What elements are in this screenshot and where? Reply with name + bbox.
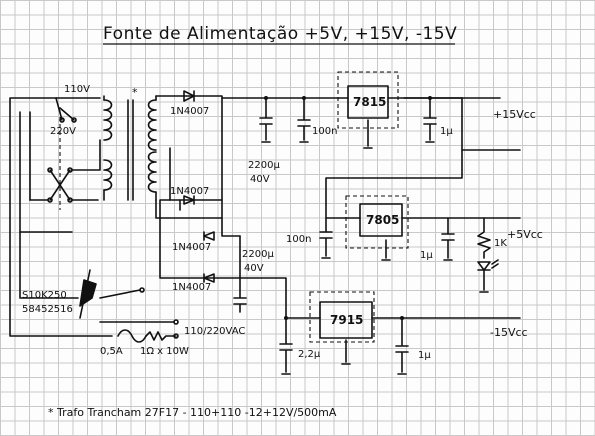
voltage-selector — [9, 97, 113, 337]
transformer-marker: * — [132, 86, 138, 99]
reg-7815-label: 7815 — [353, 95, 386, 109]
varistor-label-2: 58452516 — [22, 304, 73, 315]
c-main-neg-label: 2200μ — [242, 249, 274, 260]
output-15v-label: +15Vcc — [493, 108, 536, 121]
reg-7815 — [347, 85, 389, 119]
negative-rail — [233, 235, 521, 375]
transformer — [103, 95, 157, 201]
reg-7805-label: 7805 — [366, 213, 399, 227]
resistor-led-label: 1K — [494, 238, 507, 249]
mains-label: 110/220VAC — [184, 326, 245, 337]
c-1u-neg-label: 1μ — [418, 350, 431, 361]
footnote: * Trafo Trancham 27F17 - 110+110 -12+12V… — [48, 406, 337, 419]
varistor-label-1: S10K250 — [22, 290, 67, 301]
diode-4 — [203, 273, 215, 283]
rectifier-bridge — [155, 90, 241, 283]
output-neg15v-label: -15Vcc — [490, 326, 528, 339]
reg-7915-label: 7915 — [330, 313, 363, 327]
c-1u-5-label: 1μ — [420, 250, 433, 261]
title: Fonte de Alimentação +5V, +15V, -15V — [103, 24, 457, 44]
diode-2 — [183, 195, 195, 205]
output-5v-label: +5Vcc — [507, 228, 543, 241]
c-main-pos-label: 2200μ — [248, 160, 280, 171]
fuse-label: 0,5A — [100, 346, 123, 357]
reg-7805-heatsink — [345, 195, 409, 249]
diode-3 — [203, 231, 215, 241]
c-100n-b-label: 100n — [286, 234, 311, 245]
c-main-pos-volt: 40V — [250, 174, 270, 185]
diode-1-label: 1N4007 — [170, 106, 209, 117]
c-100n-a-label: 100n — [312, 126, 337, 137]
c-22u-label: 2,2μ — [298, 349, 321, 360]
positive-rail — [221, 96, 521, 151]
resistor-in-label: 1Ω x 10W — [140, 346, 189, 357]
c-1u-15-label: 1μ — [440, 126, 453, 137]
tap-110-label: 110V — [64, 84, 90, 95]
diode-3-label: 1N4007 — [172, 242, 211, 253]
diode-4-label: 1N4007 — [172, 282, 211, 293]
c-main-neg-volt: 40V — [244, 263, 264, 274]
tap-220-label: 220V — [50, 126, 76, 137]
diode-2-label: 1N4007 — [170, 186, 209, 197]
reg-7915-heatsink — [309, 291, 375, 343]
reg-7915 — [319, 301, 373, 339]
reg-7815-heatsink — [337, 71, 399, 129]
diode-1 — [183, 90, 195, 102]
reg-7805 — [359, 203, 403, 237]
five-volt-rail — [319, 149, 521, 293]
mains-input — [19, 231, 179, 343]
